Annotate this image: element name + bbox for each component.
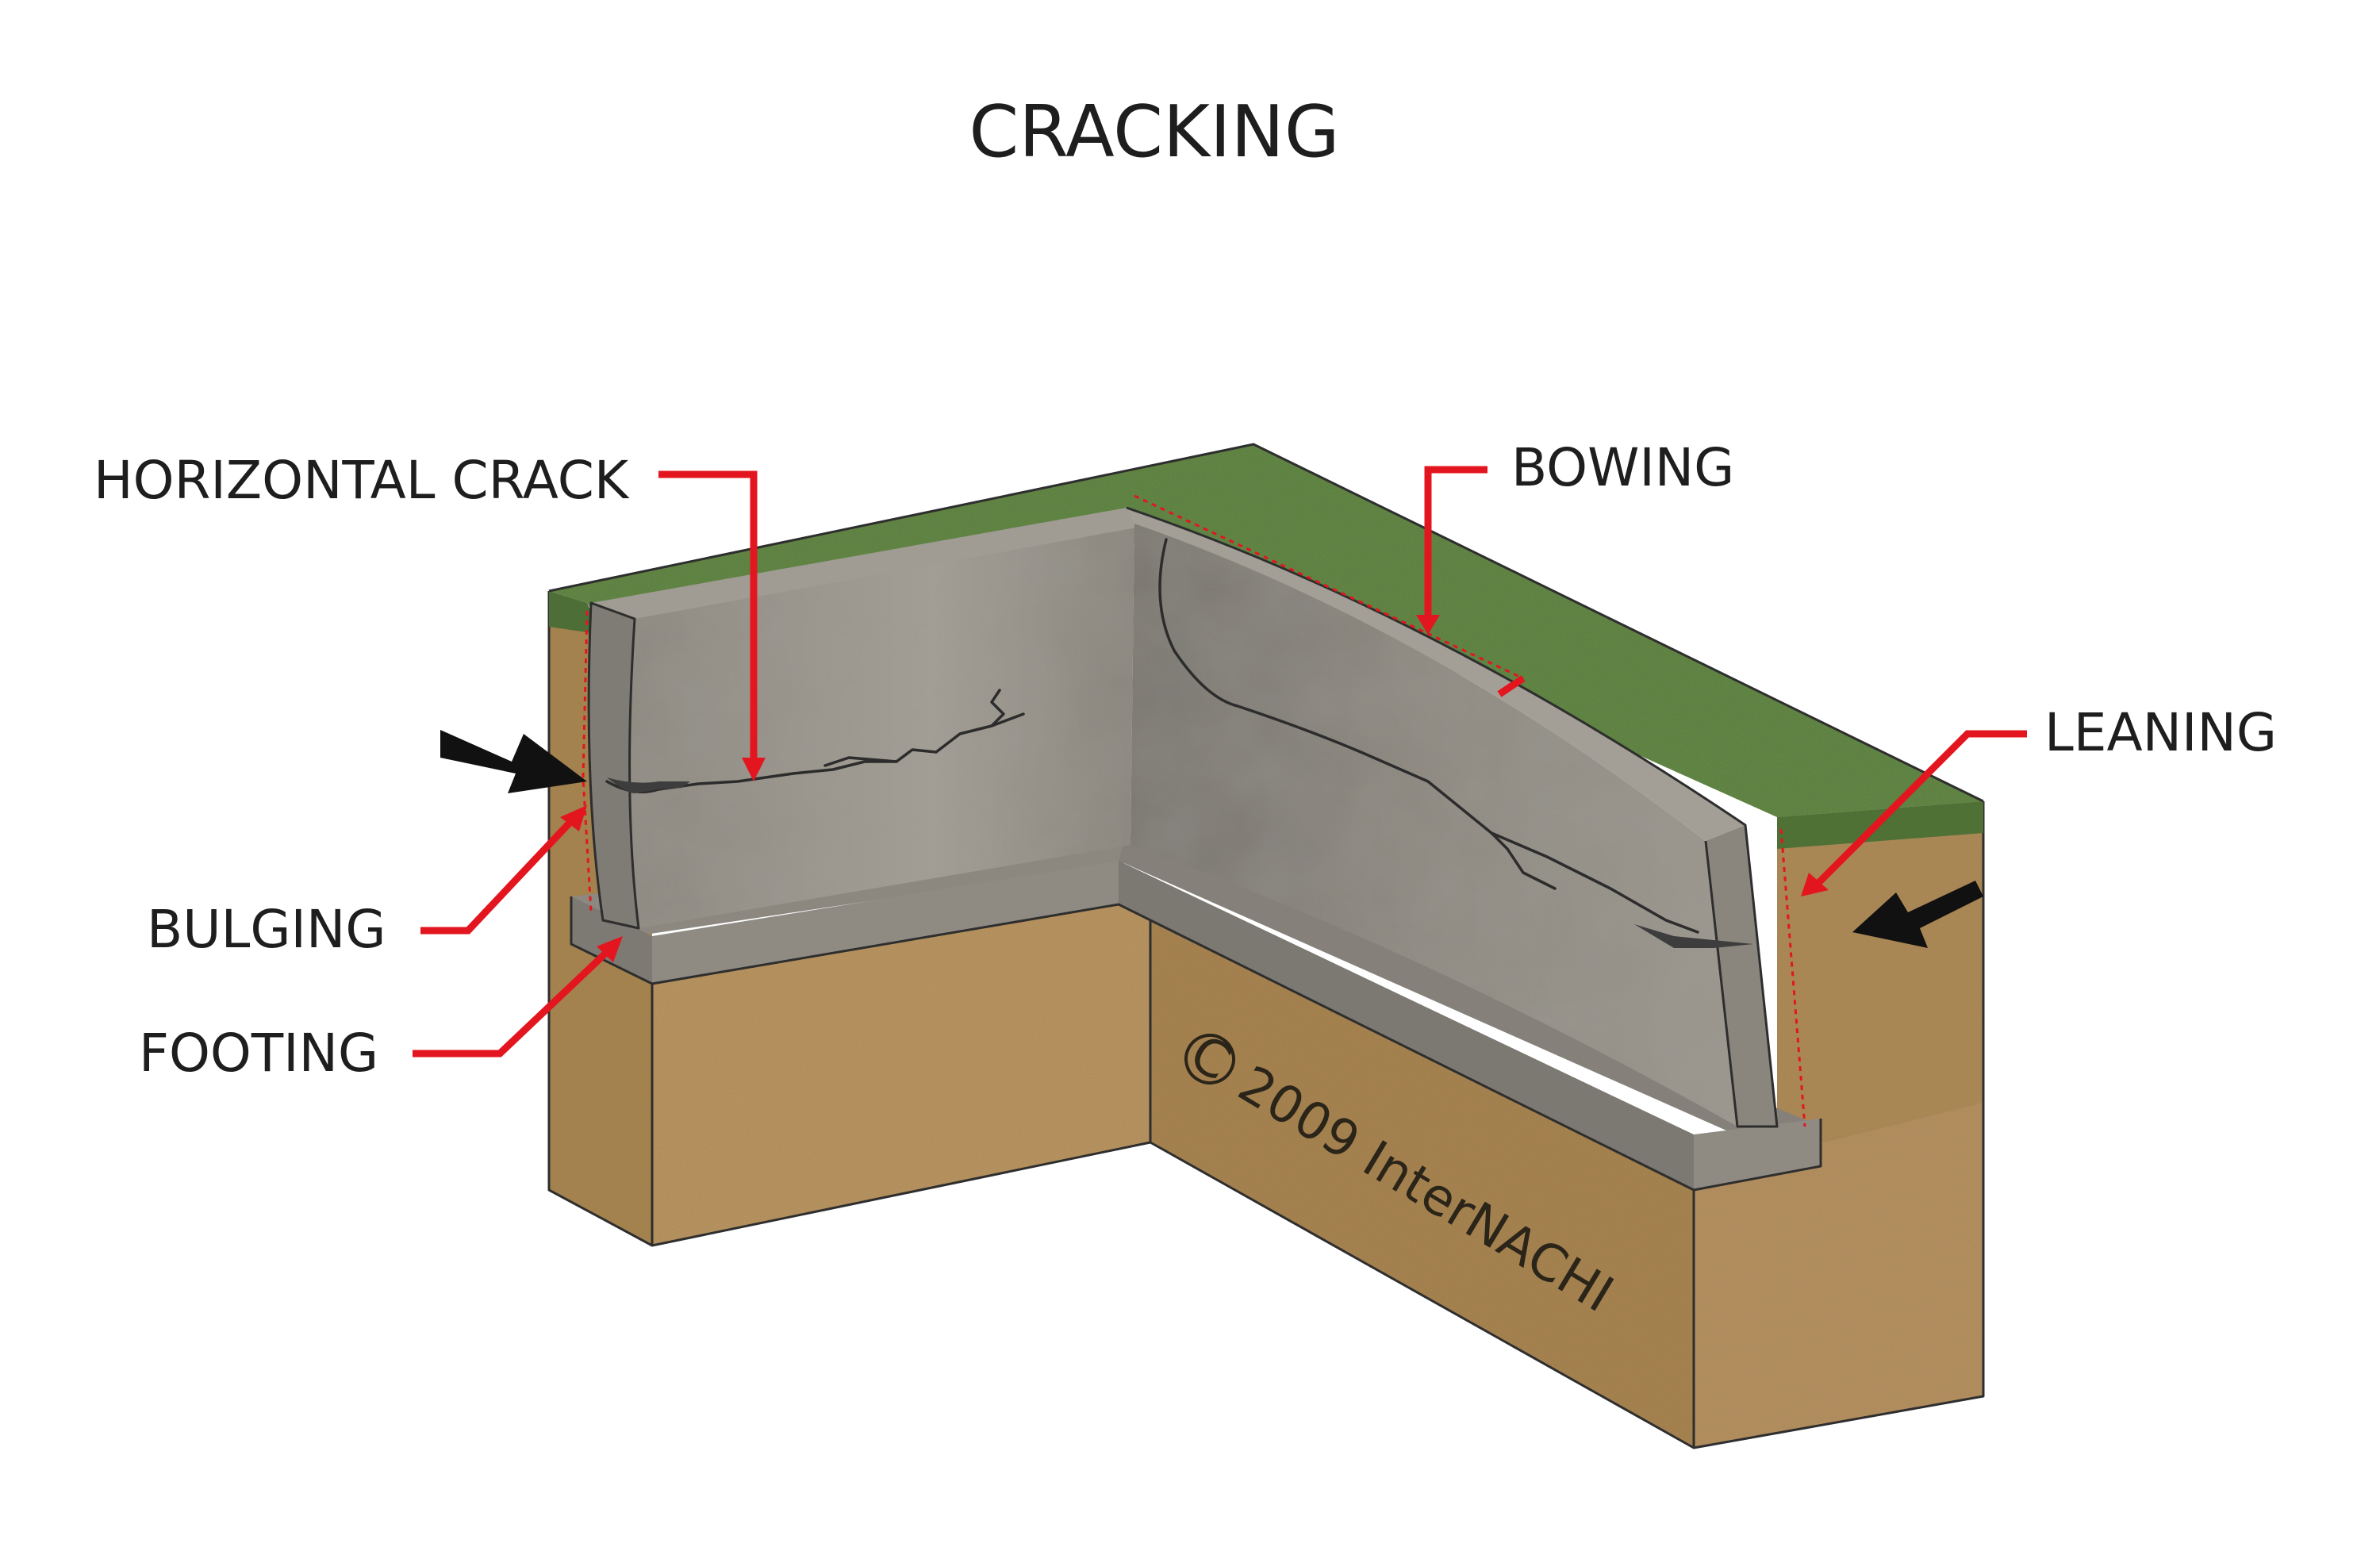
soil-right-side-face — [1777, 801, 1983, 1142]
bowing-label: BOWING — [1511, 437, 1734, 498]
right-wall — [1126, 506, 1779, 1128]
pressure-arrow-icon — [1852, 881, 1983, 948]
footing-label: FOOTING — [139, 1023, 378, 1084]
bulging-arrowhead — [560, 805, 587, 831]
grass-top — [549, 444, 1983, 817]
leaning-reference-line — [1779, 828, 1806, 1127]
horizontal-crack-label: HORIZONTAL CRACK — [94, 450, 630, 511]
soil-right-front-face — [1694, 1103, 1983, 1448]
footing-front-left-long — [652, 861, 1119, 984]
footing-arrowhead — [597, 936, 623, 962]
bulging-leader — [420, 818, 574, 935]
soil-inner-side-face — [1150, 889, 1694, 1448]
callout-leaders — [413, 466, 2027, 1058]
footing-front-left — [571, 896, 652, 984]
reference-lines — [582, 494, 1806, 1127]
diagram-title: CRACKING — [969, 90, 1339, 174]
soil-pressure-arrow-right — [1852, 881, 1983, 948]
bowing-arrowhead — [1416, 615, 1440, 635]
footing-leader — [413, 949, 610, 1058]
horizontal-crack-leader — [658, 470, 758, 762]
left-wall-top — [591, 508, 1158, 619]
left-wall-end-face — [589, 603, 639, 928]
right-wall-top — [1127, 508, 1745, 841]
leaning-leader — [1814, 730, 2027, 888]
leaning-label: LEANING — [2044, 702, 2277, 763]
right-wall-inner-face — [1130, 524, 1737, 1127]
bulging-label: BULGING — [147, 899, 386, 960]
pressure-arrow-icon — [440, 730, 587, 793]
leaning-arrowhead — [1801, 873, 1829, 896]
soil-front-face — [652, 889, 1150, 1246]
right-wall-end-face — [1706, 825, 1777, 1127]
footing-side-right — [1119, 861, 1694, 1190]
copyright-icon — [1184, 1034, 1235, 1084]
soil-pressure-arrow-left — [440, 730, 587, 793]
soil-block — [547, 591, 1985, 1449]
bowing-measure — [1497, 675, 1526, 697]
horizontal-crack-arrowhead — [742, 758, 766, 781]
bowing-leader — [1424, 466, 1488, 619]
